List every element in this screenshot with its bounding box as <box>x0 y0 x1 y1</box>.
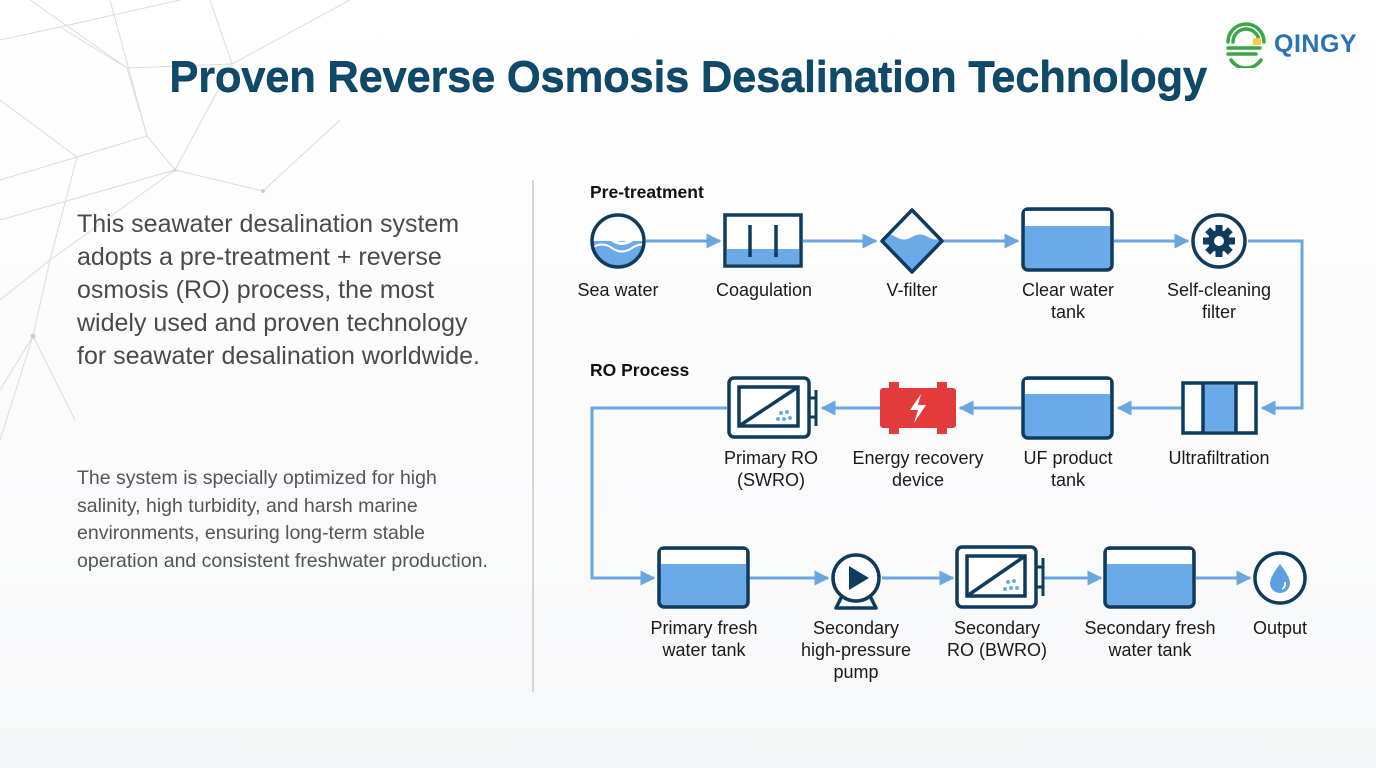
sea-water-icon <box>590 213 646 269</box>
ultrafiltration-icon <box>1181 381 1258 435</box>
water-tank-icon <box>1103 546 1196 609</box>
node-label-text: Secondary fresh water tank <box>1084 618 1216 660</box>
flow-arrow-ro-primarytank <box>590 406 727 586</box>
gear-icon <box>1191 213 1247 269</box>
ro-membrane-icon <box>955 545 1045 609</box>
node-label-ultrafiltration: Ultrafiltration <box>1168 448 1270 468</box>
node-label-text: Primary RO (SWRO) <box>724 448 818 490</box>
page-title: Proven Reverse Osmosis Desalination Tech… <box>169 52 1207 101</box>
water-tank-icon <box>1021 376 1114 440</box>
logo-text: QINGY <box>1274 29 1358 58</box>
lightning-icon <box>880 382 956 434</box>
node-label-text: Secondary RO (BWRO) <box>947 618 1047 660</box>
node-label-coagulation: Coagulation <box>715 280 813 300</box>
node-label-text: UF product tank <box>1023 448 1113 490</box>
water-tank-icon <box>1021 207 1114 272</box>
water-tank-icon <box>657 546 750 609</box>
node-label-v-filter: V-filter <box>886 280 938 300</box>
node-label-output: Output <box>1252 618 1308 638</box>
detail-paragraph: The system is specially optimized for hi… <box>77 467 488 572</box>
flow-arrow-selfclean-uf <box>1248 239 1304 416</box>
node-label-uf-product-tank: UF product tank <box>983 447 1153 491</box>
node-label-secondary-hp-pump: Secondary high-pressure pump <box>771 617 941 683</box>
node-label-energy-recovery-device: Energy recovery device <box>833 447 1003 491</box>
node-label-primary-fresh-water-tank: Primary fresh water tank <box>619 617 789 661</box>
v-filter-icon <box>880 208 944 274</box>
node-label-clear-water-tank: Clear water tank <box>983 279 1153 323</box>
column-divider <box>532 180 534 692</box>
node-label-self-cleaning-filter: Self-cleaning filter <box>1134 279 1304 323</box>
company-logo: QINGY <box>1222 20 1357 68</box>
pump-icon <box>831 553 881 610</box>
node-label-secondary-ro: Secondary RO (BWRO) <box>912 617 1082 661</box>
cloud-sun-logo-icon <box>1226 22 1266 68</box>
node-label-text: Energy recovery device <box>852 448 984 490</box>
node-label-text: Self-cleaning filter <box>1166 280 1272 322</box>
section-label-ro-process: RO Process <box>590 360 690 380</box>
node-label-text: Clear water tank <box>1021 280 1115 322</box>
ro-membrane-icon <box>727 376 818 439</box>
node-label-text: Primary fresh water tank <box>650 618 758 660</box>
intro-paragraph: This seawater desalination system adopts… <box>77 210 480 370</box>
coagulation-tank-icon <box>723 213 803 268</box>
water-drop-icon <box>1253 551 1307 605</box>
section-label-pretreatment: Pre-treatment <box>590 182 704 202</box>
node-label-text: Secondary high-pressure pump <box>800 618 912 682</box>
node-label-primary-ro: Primary RO (SWRO) <box>686 447 856 491</box>
node-label-sea-water: Sea water <box>577 280 659 300</box>
node-label-secondary-fresh-water-tank: Secondary fresh water tank <box>1065 617 1235 661</box>
